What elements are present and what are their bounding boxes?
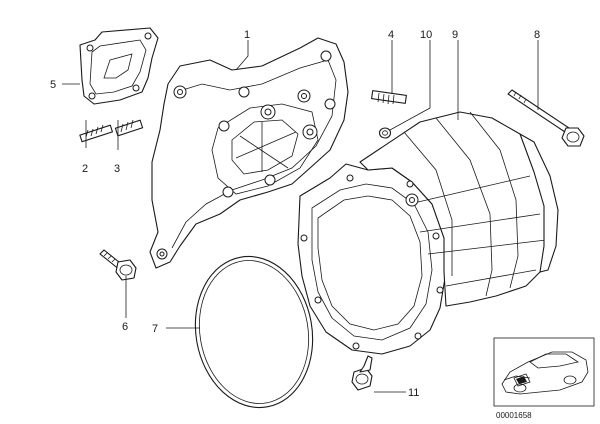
long-bolt [507, 89, 585, 147]
vehicle-thumbnail [493, 337, 595, 407]
callout-10: 10 [420, 29, 432, 41]
o-ring-small [378, 127, 392, 139]
callout-4: 4 [388, 29, 394, 41]
gasket [79, 27, 159, 105]
callout-7: 7 [152, 323, 158, 335]
hex-screw [351, 355, 373, 391]
stud-2 [79, 124, 114, 143]
cage-housing [297, 111, 559, 355]
leader-lines [62, 40, 539, 393]
stud-4 [371, 90, 407, 105]
housing-bracket [149, 37, 349, 269]
flange-bolt [99, 249, 137, 281]
sealing-ring-large [194, 255, 314, 409]
callout-5: 5 [50, 79, 56, 91]
reference-code: 00001658 [496, 411, 532, 420]
callout-1: 1 [244, 29, 250, 41]
callout-2: 2 [82, 163, 88, 175]
callout-9: 9 [452, 29, 458, 41]
callout-6: 6 [122, 321, 128, 333]
stud-3 [114, 119, 144, 137]
callout-11: 11 [408, 387, 419, 399]
callout-3: 3 [114, 163, 120, 175]
callout-8: 8 [534, 29, 540, 41]
